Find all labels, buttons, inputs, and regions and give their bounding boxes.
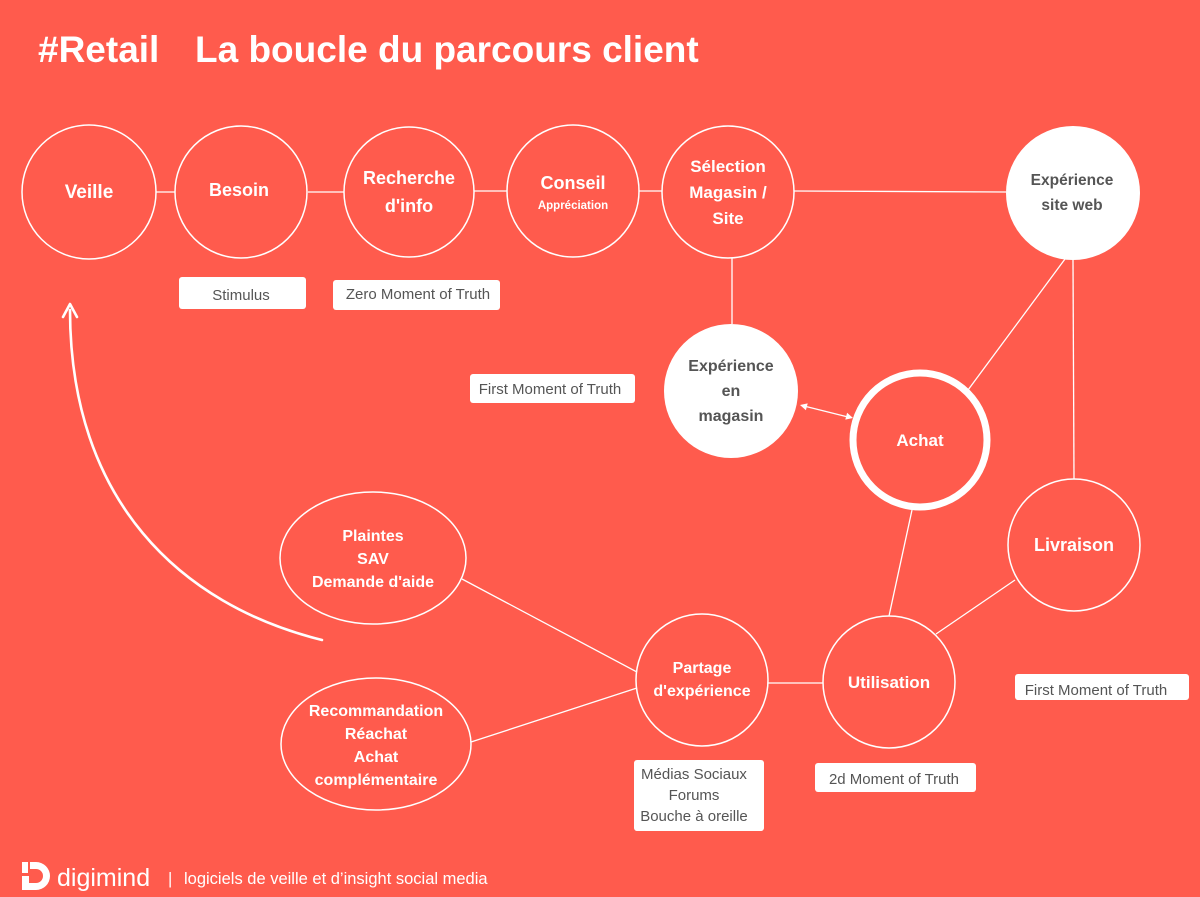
node-label: Achat [354, 749, 399, 766]
connector-plaintes-partage [461, 578, 638, 673]
node-label: Veille [65, 182, 114, 203]
brand-name: digimind [57, 864, 150, 892]
node-label: Livraison [1034, 535, 1114, 555]
label-box [470, 374, 635, 403]
node-label: Réachat [345, 726, 408, 743]
label-text: Stimulus [212, 287, 270, 304]
node-label: Recherche [363, 168, 455, 188]
node-label: magasin [699, 408, 764, 425]
node-label: Expérience [1031, 172, 1114, 189]
node-circle [1007, 478, 1141, 612]
title-hashtag: #Retail [38, 29, 159, 70]
curved-arrow-icon [61, 302, 324, 642]
connector-recommandation-partage [470, 687, 638, 743]
label-text: First Moment of Truth [479, 381, 622, 398]
node-label: Demande d'aide [312, 574, 434, 591]
connector-achat-utilisation [888, 509, 913, 617]
label-sharing-channels: Médias Sociaux Forums Bouche à oreille [634, 760, 764, 831]
node-label: en [722, 383, 741, 400]
node-label: Expérience [688, 358, 773, 375]
label-stimulus: Stimulus [179, 277, 306, 309]
label-box [333, 280, 500, 310]
page-title: La boucle du parcours client [195, 29, 699, 70]
node-circle [343, 126, 475, 258]
node-circle [174, 125, 308, 259]
digimind-logo-icon [22, 862, 50, 890]
node-circle-filled [664, 324, 798, 458]
footer-tagline: logiciels de veille et d’insight social … [184, 870, 488, 888]
node-experience-site-web: Expérience site web [1006, 126, 1140, 260]
node-plaintes: Plaintes SAV Demande d'aide [279, 491, 467, 625]
label-text: First Moment of Truth [1025, 682, 1168, 699]
node-ellipse [279, 491, 467, 625]
node-label: Conseil [540, 173, 605, 193]
label-text: Forums [669, 787, 720, 804]
label-text: Médias Sociaux [641, 766, 747, 783]
connector-site-web-achat [967, 258, 1066, 391]
node-label: Achat [896, 431, 944, 450]
node-circle [21, 124, 157, 260]
label-second-moment: 2d Moment of Truth [815, 763, 976, 792]
label-box [815, 763, 976, 792]
header: #Retail La boucle du parcours client [38, 29, 699, 70]
label-text: Bouche à oreille [640, 808, 748, 825]
node-partage: Partage d'expérience [635, 613, 769, 747]
label-text: 2d Moment of Truth [829, 771, 959, 788]
node-selection: Sélection Magasin / Site [661, 125, 795, 259]
label-first-moment-delivery: First Moment of Truth [1015, 674, 1189, 700]
node-conseil: Conseil Appréciation [506, 124, 640, 258]
connector-selection-site-web [793, 190, 1007, 193]
node-label: d'expérience [653, 683, 750, 700]
node-circle [506, 124, 640, 258]
node-circle [822, 615, 956, 749]
node-label: Site [712, 209, 743, 228]
node-sublabel: Appréciation [538, 200, 608, 212]
double-arrow-icon [800, 403, 853, 420]
connector-livraison-utilisation [935, 579, 1016, 635]
node-recommandation: Recommandation Réachat Achat complémenta… [280, 677, 472, 811]
node-circle-filled [1006, 126, 1140, 260]
node-besoin: Besoin [174, 125, 308, 259]
node-circle [661, 125, 795, 259]
label-box [1015, 674, 1189, 700]
node-ellipse [280, 677, 472, 811]
connectors [156, 190, 1075, 743]
node-label: site web [1041, 197, 1102, 214]
label-box [634, 760, 764, 831]
label-box [179, 277, 306, 309]
node-label: complémentaire [315, 772, 438, 789]
node-label: Partage [673, 660, 732, 677]
node-label: Sélection [690, 157, 766, 176]
node-label: Besoin [209, 180, 269, 200]
node-achat: Achat [849, 369, 991, 511]
label-first-moment-store: First Moment of Truth [470, 374, 635, 403]
node-label: Magasin / [689, 183, 767, 202]
node-livraison: Livraison [1007, 478, 1141, 612]
node-circle-highlight [849, 369, 991, 511]
node-label: Plaintes [342, 528, 403, 545]
footer: digimind | logiciels de veille et d’insi… [22, 862, 488, 892]
footer-separator: | [168, 870, 172, 888]
node-utilisation: Utilisation [822, 615, 956, 749]
node-experience-magasin: Expérience en magasin [664, 324, 798, 458]
node-label: Utilisation [848, 673, 930, 692]
node-recherche-info: Recherche d'info [343, 126, 475, 258]
label-zero-moment: Zero Moment of Truth [333, 280, 500, 310]
label-text: Zero Moment of Truth [346, 286, 490, 303]
node-label: SAV [357, 551, 389, 568]
connector-site-web-livraison [1072, 259, 1075, 480]
node-label: d'info [385, 196, 433, 216]
node-veille: Veille [21, 124, 157, 260]
node-circle [635, 613, 769, 747]
node-label: Recommandation [309, 703, 443, 720]
